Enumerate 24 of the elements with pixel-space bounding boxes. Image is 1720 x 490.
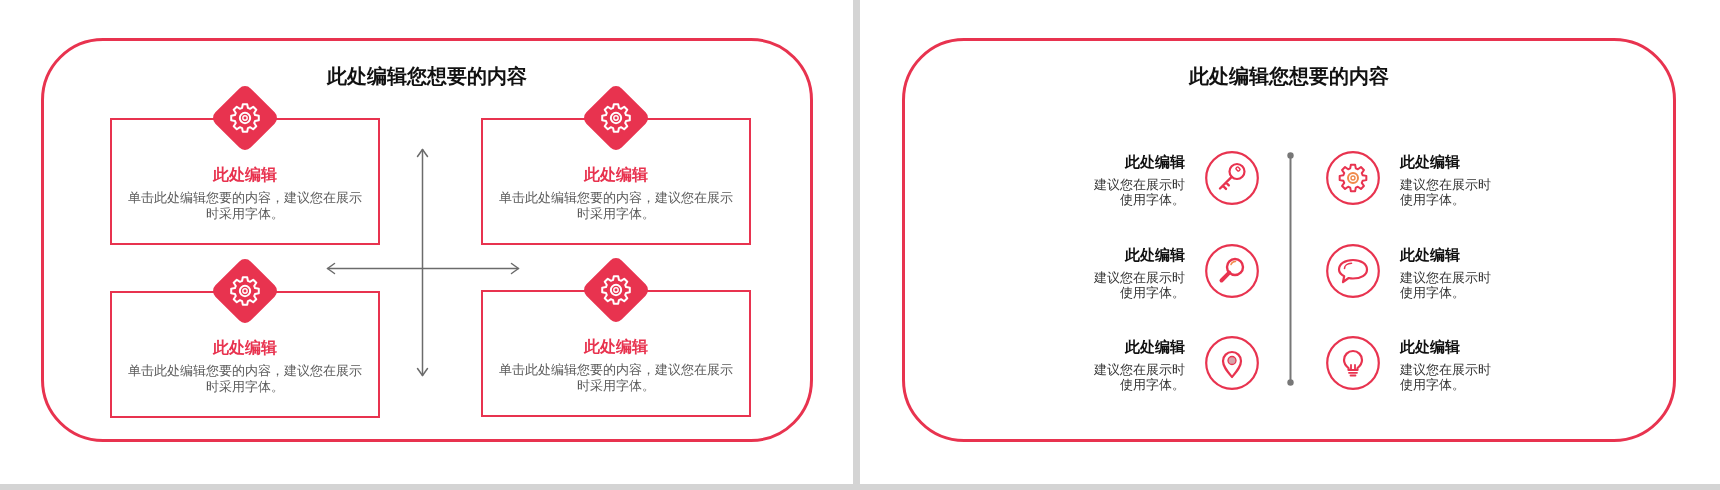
item-text: 建议您在展示时使用字体。 <box>1399 362 1492 392</box>
card-text: 单击此处编辑您要的内容，建议您在展示时采用字体。 <box>127 363 363 395</box>
card-heading: 此处编辑 <box>584 165 648 185</box>
item-text: 建议您在展示时使用字体。 <box>1092 270 1185 300</box>
card-text: 单击此处编辑您要的内容，建议您在展示时采用字体。 <box>498 190 734 222</box>
card-heading: 此处编辑 <box>213 338 277 358</box>
rounded-panel <box>902 38 1676 442</box>
item-text: 建议您在展示时使用字体。 <box>1092 177 1185 207</box>
card-heading: 此处编辑 <box>584 337 648 357</box>
card-text: 单击此处编辑您要的内容，建议您在展示时采用字体。 <box>127 190 363 222</box>
panel-title: 此处编辑您想要的内容 <box>1189 64 1389 89</box>
item-text: 建议您在展示时使用字体。 <box>1092 362 1185 392</box>
item-heading: 此处编辑 <box>1124 152 1185 171</box>
item-heading: 此处编辑 <box>1399 337 1460 356</box>
item-text: 建议您在展示时使用字体。 <box>1399 270 1492 300</box>
item-heading: 此处编辑 <box>1399 152 1460 171</box>
panel-title: 此处编辑您想要的内容 <box>327 64 527 89</box>
card-heading: 此处编辑 <box>213 165 277 185</box>
item-heading: 此处编辑 <box>1399 245 1460 264</box>
card-text: 单击此处编辑您要的内容，建议您在展示时采用字体。 <box>498 362 734 394</box>
item-heading: 此处编辑 <box>1124 337 1185 356</box>
rounded-panel <box>41 38 813 442</box>
item-heading: 此处编辑 <box>1124 245 1185 264</box>
item-text: 建议您在展示时使用字体。 <box>1399 177 1492 207</box>
